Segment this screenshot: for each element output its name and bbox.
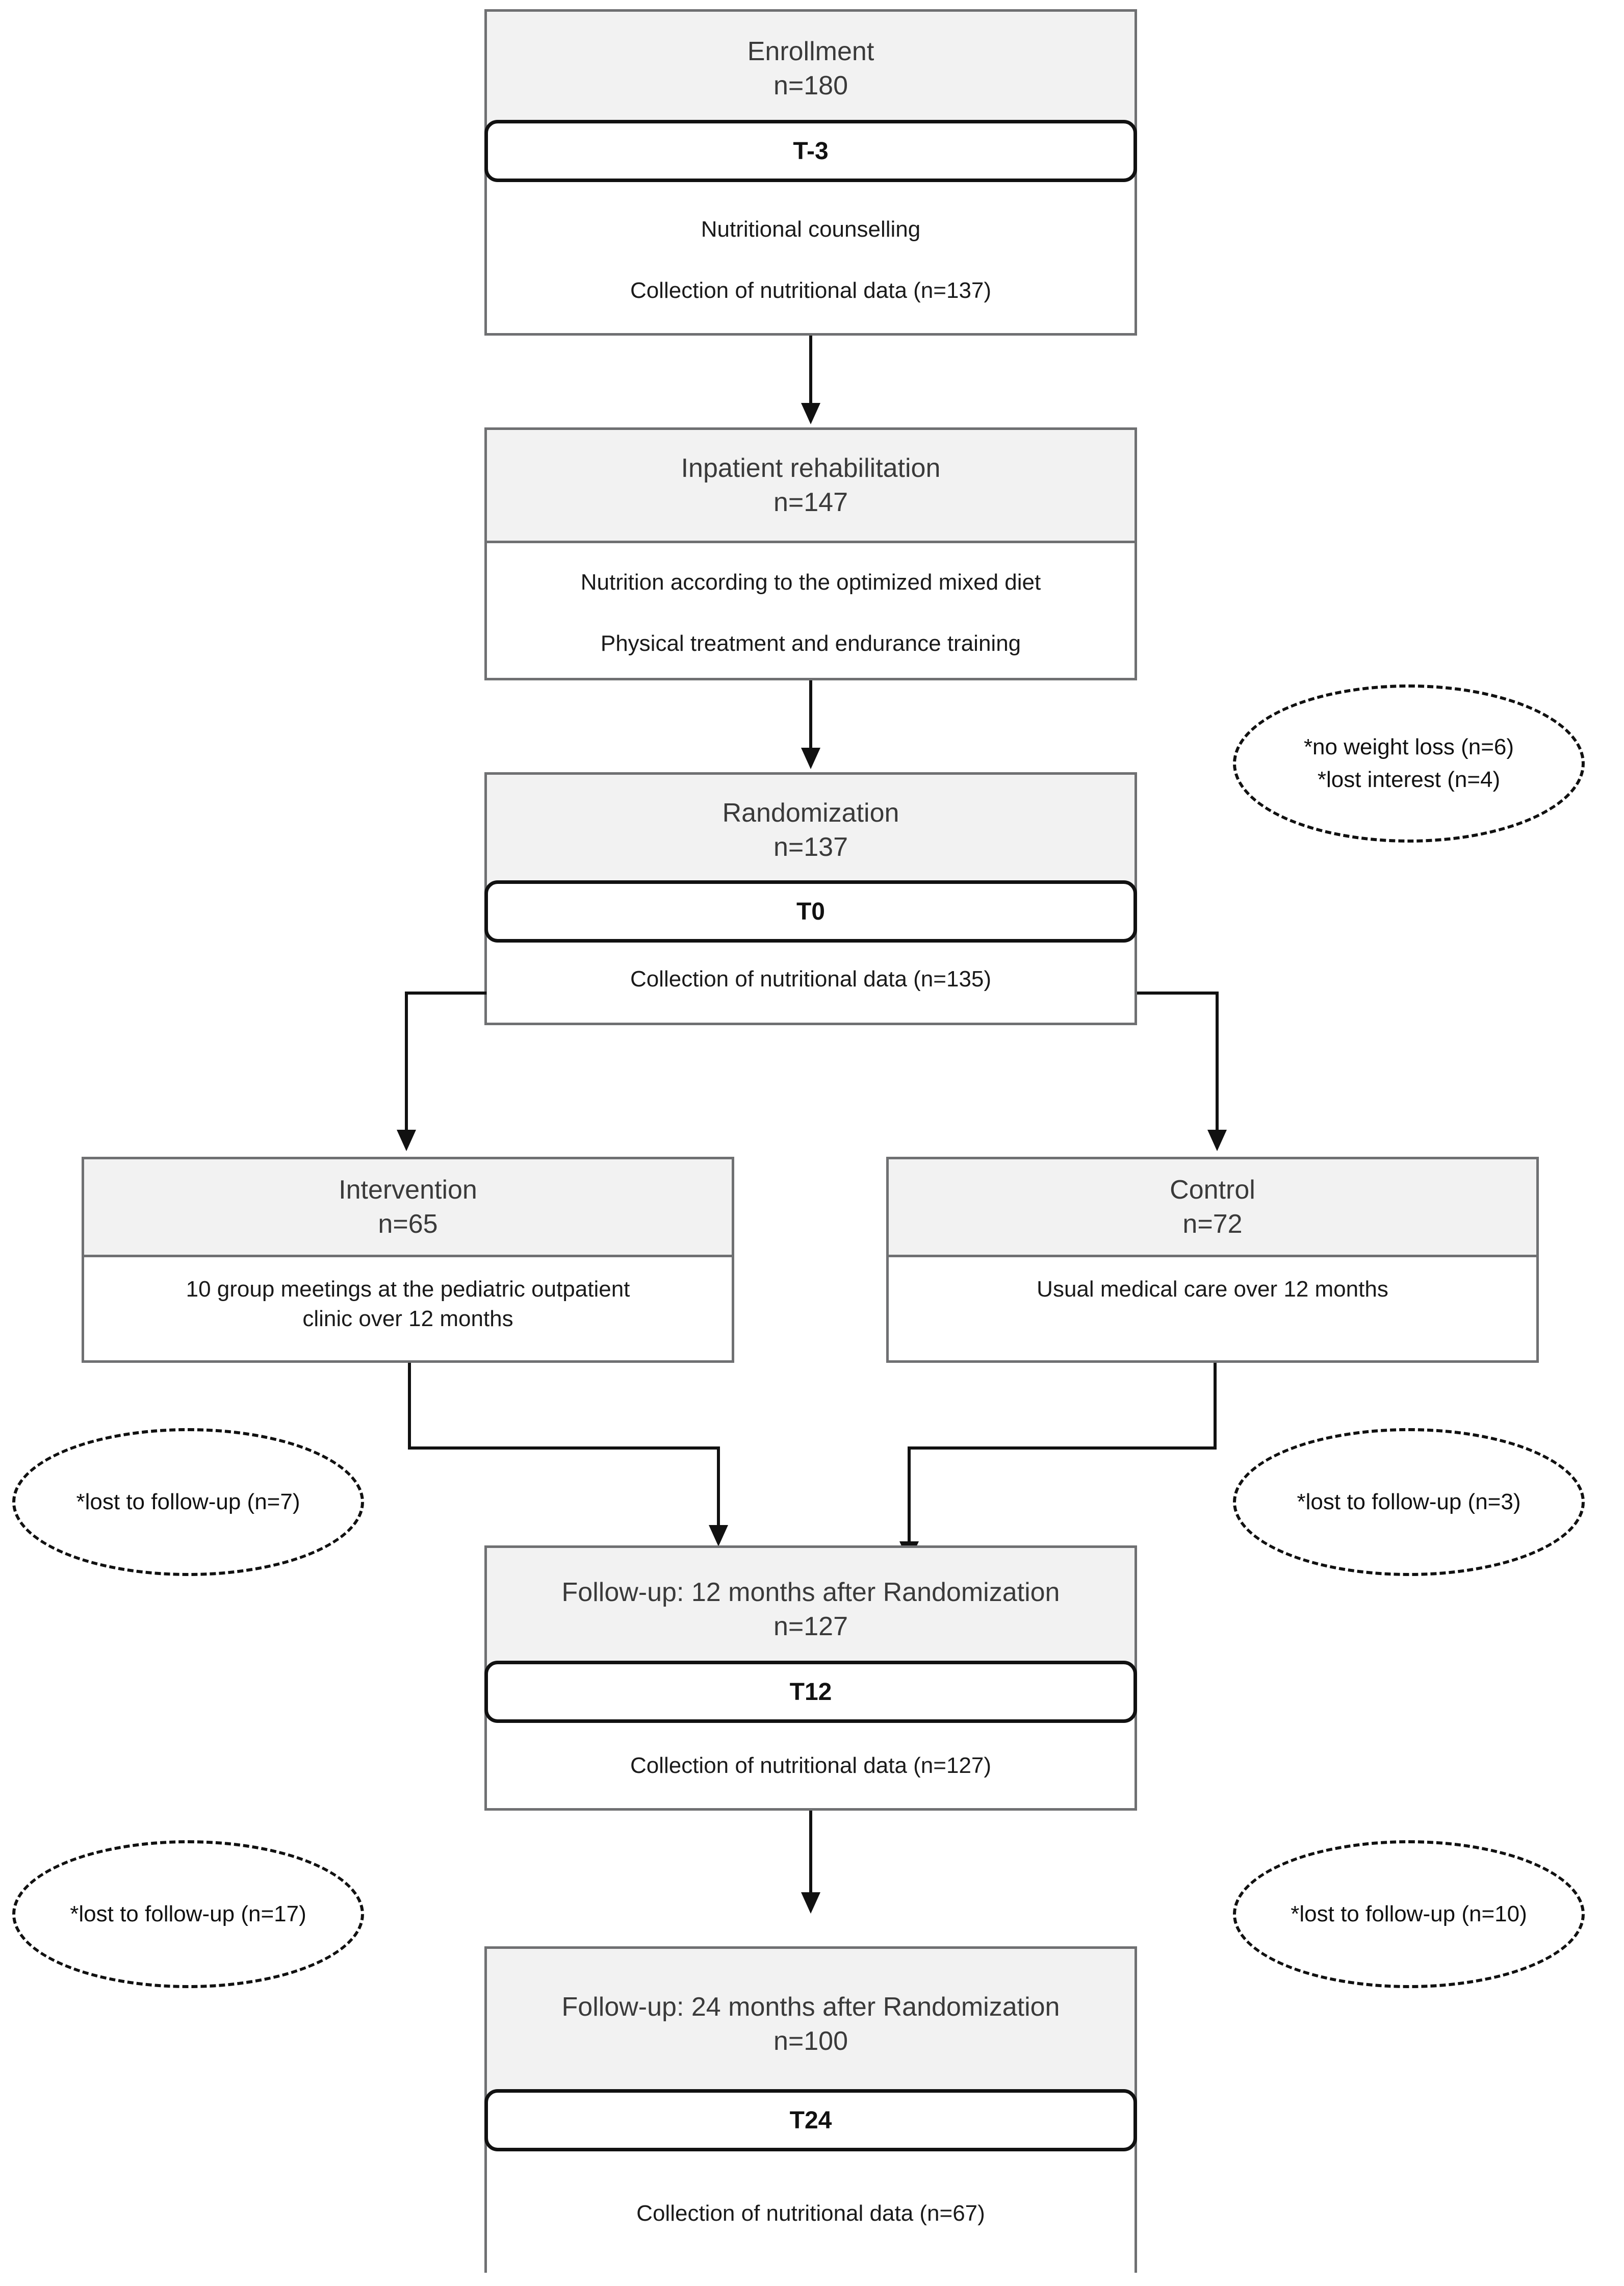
node-inpatient-rehabilitation: Inpatient rehabilitation n=147 Nutrition… bbox=[484, 427, 1137, 680]
arrowhead-control bbox=[1207, 1130, 1227, 1151]
timepoint-pill-t0: T0 bbox=[484, 880, 1137, 943]
control-line-1: Usual medical care over 12 months bbox=[1037, 1277, 1388, 1302]
connector-split-right-vertical bbox=[1216, 992, 1219, 1141]
connector-enrollment-to-inpatient bbox=[809, 336, 812, 415]
arrowhead-followup24 bbox=[801, 1892, 820, 1914]
followup24-header: Follow-up: 24 months after Randomization… bbox=[487, 1949, 1135, 2102]
annotation-lost-intervention-12: *lost to follow-up (n=7) bbox=[12, 1428, 364, 1576]
intervention-body: 10 group meetings at the pediatric outpa… bbox=[84, 1257, 732, 1360]
timepoint-pill-t12: T12 bbox=[484, 1661, 1137, 1723]
arrowhead-randomization bbox=[801, 748, 820, 769]
arrowhead-followup12-left bbox=[709, 1525, 728, 1546]
connector-intervention-to-followup12 bbox=[717, 1446, 720, 1537]
lost-intervention-12-line-1: *lost to follow-up (n=7) bbox=[76, 1489, 300, 1515]
timepoint-label-t24: T24 bbox=[789, 2106, 832, 2134]
inpatient-body: Nutrition according to the optimized mix… bbox=[487, 543, 1135, 678]
timepoint-label-t0: T0 bbox=[796, 898, 825, 925]
control-header: Control n=72 bbox=[889, 1159, 1536, 1257]
followup12-count: n=127 bbox=[773, 1611, 848, 1641]
connector-control-down bbox=[1214, 1363, 1217, 1450]
intervention-title: Intervention bbox=[339, 1175, 477, 1205]
followup12-header: Follow-up: 12 months after Randomization… bbox=[487, 1548, 1135, 1673]
node-intervention: Intervention n=65 10 group meetings at t… bbox=[82, 1157, 734, 1363]
annotation-lost-intervention-24: *lost to follow-up (n=17) bbox=[12, 1840, 364, 1988]
intervention-count: n=65 bbox=[378, 1209, 438, 1239]
inpatient-header: Inpatient rehabilitation n=147 bbox=[487, 430, 1135, 543]
lost-intervention-24-line-1: *lost to follow-up (n=17) bbox=[70, 1901, 306, 1927]
randomization-title: Randomization bbox=[722, 798, 899, 828]
enrollment-count: n=180 bbox=[773, 70, 848, 100]
timepoint-pill-t3: T-3 bbox=[484, 120, 1137, 182]
inpatient-line-1: Nutrition according to the optimized mix… bbox=[580, 570, 1041, 595]
connector-followup12-to-followup24 bbox=[809, 1811, 812, 1905]
connector-intervention-across bbox=[408, 1446, 720, 1450]
connector-control-across bbox=[908, 1446, 1217, 1450]
enrollment-header: Enrollment n=180 bbox=[487, 12, 1135, 128]
connector-split-left-horizontal bbox=[405, 992, 486, 995]
connector-intervention-down bbox=[408, 1363, 411, 1450]
randomization-header: Randomization n=137 bbox=[487, 775, 1135, 888]
inpatient-line-2: Physical treatment and endurance trainin… bbox=[600, 631, 1021, 656]
enrollment-line-1: Nutritional counselling bbox=[701, 217, 921, 242]
followup24-title: Follow-up: 24 months after Randomization bbox=[561, 1992, 1060, 2022]
inpatient-count: n=147 bbox=[773, 487, 848, 517]
connector-split-right-horizontal bbox=[1137, 992, 1219, 995]
randomization-count: n=137 bbox=[773, 832, 848, 862]
intervention-header: Intervention n=65 bbox=[84, 1159, 732, 1257]
enrollment-line-2: Collection of nutritional data (n=137) bbox=[630, 278, 992, 303]
annotation-lost-control-12: *lost to follow-up (n=3) bbox=[1233, 1428, 1585, 1576]
connector-split-left-vertical bbox=[405, 992, 408, 1141]
arrowhead-intervention bbox=[397, 1130, 416, 1151]
intervention-line-1: 10 group meetings at the pediatric outpa… bbox=[186, 1277, 630, 1302]
dropout-randomization-line-2: *lost interest (n=4) bbox=[1317, 767, 1501, 792]
randomization-line-1: Collection of nutritional data (n=135) bbox=[630, 967, 992, 992]
control-count: n=72 bbox=[1182, 1209, 1243, 1239]
dropout-randomization-line-1: *no weight loss (n=6) bbox=[1303, 734, 1514, 760]
timepoint-label-t3: T-3 bbox=[793, 137, 829, 165]
inpatient-title: Inpatient rehabilitation bbox=[681, 453, 941, 483]
annotation-lost-control-24: *lost to follow-up (n=10) bbox=[1233, 1840, 1585, 1988]
annotation-dropout-randomization: *no weight loss (n=6) *lost interest (n=… bbox=[1233, 684, 1585, 843]
enrollment-title: Enrollment bbox=[747, 36, 874, 66]
followup24-line-1: Collection of nutritional data (n=67) bbox=[636, 2201, 985, 2226]
node-control: Control n=72 Usual medical care over 12 … bbox=[886, 1157, 1539, 1363]
followup12-line-1: Collection of nutritional data (n=127) bbox=[630, 1753, 992, 1778]
control-body: Usual medical care over 12 months bbox=[889, 1257, 1536, 1360]
followup12-title: Follow-up: 12 months after Randomization bbox=[561, 1577, 1060, 1607]
lost-control-24-line-1: *lost to follow-up (n=10) bbox=[1291, 1901, 1527, 1927]
lost-control-12-line-1: *lost to follow-up (n=3) bbox=[1297, 1489, 1521, 1515]
connector-control-to-followup12 bbox=[908, 1446, 911, 1555]
timepoint-pill-t24: T24 bbox=[484, 2089, 1137, 2151]
arrowhead-inpatient bbox=[801, 403, 820, 424]
timepoint-label-t12: T12 bbox=[789, 1678, 832, 1706]
control-title: Control bbox=[1170, 1175, 1255, 1205]
followup24-count: n=100 bbox=[773, 2026, 848, 2056]
intervention-line-2: clinic over 12 months bbox=[302, 1306, 513, 1331]
connector-inpatient-to-randomization bbox=[809, 680, 812, 759]
